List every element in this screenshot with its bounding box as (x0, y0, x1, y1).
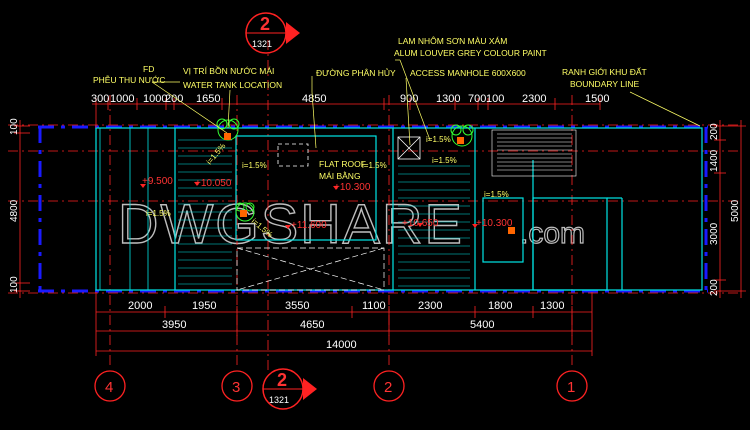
bottom-dim: 1100 (362, 300, 386, 312)
top-dim-line (92, 98, 601, 128)
top-dimensions: 300 1000 1000 200 1650 4850 900 1300 700… (91, 93, 609, 105)
water-tank-label-en: WATER TANK LOCATION (183, 80, 282, 90)
fd-label: FD (143, 64, 154, 74)
bottom-total-dim: 14000 (326, 339, 357, 351)
slope-label: i=1.5% (426, 135, 451, 144)
top-dim: 900 (400, 93, 418, 105)
decomposition-line-label: ĐƯỜNG PHÂN HỦY (316, 67, 396, 78)
slope-label: i=1.5% (362, 161, 387, 170)
watermark-suffix: .com (520, 217, 585, 250)
left-dimensions: 100 4800 100 (9, 118, 20, 293)
slope-label: i=1.5% (242, 161, 267, 170)
top-dim: 700 (468, 93, 486, 105)
slope-label: i=1.5% (146, 209, 171, 218)
level-labels: +9.500 +10.050 +10.300 +11.600 +10.650 +… (142, 176, 513, 231)
left-columns (99, 128, 149, 290)
right-dim-line (714, 120, 746, 298)
left-dim-line (14, 120, 30, 298)
manhole-label: ACCESS MANHOLE 600X600 (410, 68, 526, 78)
flat-roof-label: FLAT ROOF (319, 159, 366, 169)
level-label: +10.300 (476, 218, 513, 229)
grid-axis-1: 1 (567, 379, 575, 396)
site-boundary-line (38, 125, 708, 293)
bottom-dim: 2300 (418, 300, 442, 312)
bottom-dimensions-row1: 2000 1950 3550 1100 2300 1800 1300 (128, 300, 564, 312)
louver-label-vi: LAM NHÔM SƠN MÀU XÁM (398, 36, 507, 46)
top-dim: 200 (165, 93, 183, 105)
left-dim: 4800 (9, 199, 20, 222)
level-label: +11.600 (291, 220, 327, 231)
top-dim: 100 (486, 93, 504, 105)
top-dim: 1500 (585, 93, 609, 105)
left-dim: 100 (9, 118, 20, 135)
slope-label: i=1.5% (484, 190, 509, 199)
top-dim: 1300 (436, 93, 460, 105)
bottom-dim: 5400 (470, 319, 494, 331)
flat-roof-label-vi: MÁI BẰNG (319, 171, 361, 181)
boundary-label-en: BOUNDARY LINE (570, 79, 639, 89)
level-label: +10.650 (402, 218, 439, 229)
grid-axis-3: 3 (232, 379, 240, 396)
bottom-dim: 3550 (285, 300, 309, 312)
bottom-dimensions-row2: 3950 4650 5400 (162, 319, 494, 331)
right-dim-total: 5000 (730, 199, 741, 222)
level-label: +10.300 (334, 182, 371, 193)
slope-label: i=1.5% (205, 142, 228, 167)
section-number: 2 (260, 14, 270, 34)
grid-axis-bubbles: 4 3 2 1 (94, 370, 588, 402)
access-manhole (397, 136, 421, 160)
hatch-mid-roof (398, 165, 470, 287)
top-dim: 1650 (196, 93, 220, 105)
bottom-dim: 4650 (300, 319, 324, 331)
water-tank-label-vi: VỊ TRÍ BỒN NƯỚC MÁI (183, 65, 274, 76)
grid-axis-2: 2 (384, 379, 392, 396)
hatch-left-roof (178, 139, 232, 285)
right-dim: 1400 (709, 149, 720, 172)
level-label: +9.500 (142, 176, 173, 187)
tree-symbols (216, 118, 474, 222)
water-tank-outline (277, 143, 309, 167)
level-label: +10.050 (195, 178, 232, 189)
left-dim: 100 (9, 276, 20, 293)
level-markers (140, 182, 478, 229)
section-sheet: 1321 (269, 395, 289, 405)
bottom-dim: 3950 (162, 319, 186, 331)
section-mark-top: 2 1321 (245, 12, 300, 54)
top-dim: 2300 (522, 93, 546, 105)
section-sheet: 1321 (252, 39, 272, 49)
right-dimensions: 200 1400 3000 200 5000 (709, 123, 741, 296)
louver-label-en: ALUM LOUVER GREY COLOUR PAINT (394, 48, 547, 58)
section-mark-bottom: 2 1321 (262, 368, 317, 410)
alum-louver (491, 129, 577, 177)
bottom-dim: 1800 (488, 300, 512, 312)
top-dim: 300 (91, 93, 109, 105)
bottom-dim: 1300 (540, 300, 564, 312)
top-dim: 1000 (110, 93, 134, 105)
bottom-dim-lines (95, 292, 593, 356)
grid-axis-4: 4 (105, 379, 113, 396)
top-dim: 1000 (143, 93, 167, 105)
lower-void (236, 247, 385, 291)
slope-label: i=1.5% (432, 156, 457, 165)
watermark: DWGSHARE .com (117, 191, 585, 255)
bottom-dim: 1950 (192, 300, 216, 312)
roof-outline (95, 127, 703, 291)
section-number: 2 (277, 370, 287, 390)
top-dim: 4850 (302, 93, 326, 105)
right-dim: 200 (709, 123, 720, 140)
annotations: FD PHỄU THU NƯỚC VỊ TRÍ BỒN NƯỚC MÁI WAT… (93, 36, 647, 181)
note-leaders (151, 59, 701, 149)
right-dim: 3000 (709, 222, 720, 245)
bottom-dim: 2000 (128, 300, 152, 312)
boundary-label-vi: RANH GIỚI KHU ĐẤT (562, 67, 647, 77)
floor-drains (224, 133, 515, 234)
right-dim: 200 (709, 279, 720, 296)
funnel-label: PHỄU THU NƯỚC (93, 74, 165, 85)
